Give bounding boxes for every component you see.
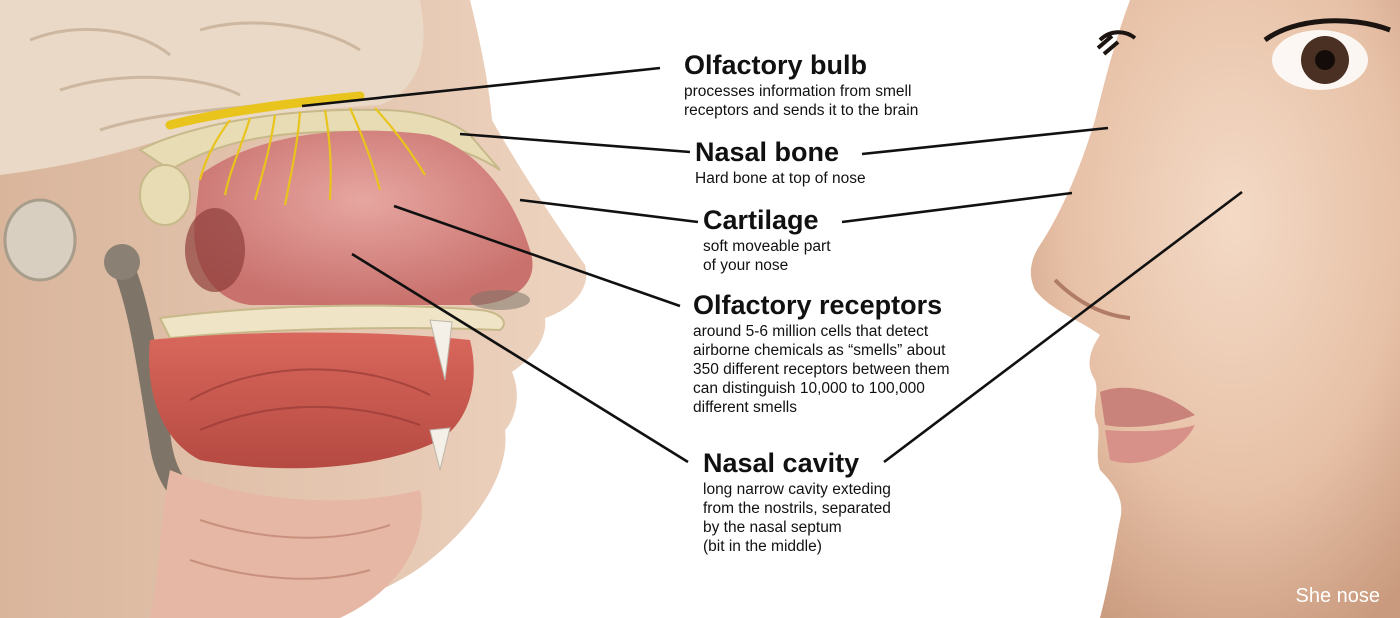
olfactory-bulb-shape [165,91,365,130]
description-line: long narrow cavity exteding [703,481,891,498]
label-title: Cartilage [703,205,819,235]
tongue-fibers [189,368,431,431]
label-title: Nasal bone [695,137,840,167]
description-line: around 5-6 million cells that detect [693,323,929,340]
label-description: processes information from smell recepto… [684,82,918,120]
description-line: (bit in the middle) [703,538,822,555]
description-line: processes information from smell [684,83,912,100]
description-line: receptors and sends it to the brain [684,102,919,119]
label-description: long narrow cavity exteding from the nos… [703,480,891,556]
description-line: soft moveable part [703,238,831,255]
caption: She nose [1295,585,1380,607]
ear-structure [3,198,77,282]
label-nasal-bone: Nasal bone Hard bone at top of nose [695,137,866,188]
eyelid [1263,18,1391,43]
description-line: can distinguish 10,000 to 100,000 [693,380,925,397]
hard-palate [158,304,505,340]
label-title: Nasal cavity [703,448,860,478]
profile-face [1030,0,1400,618]
leader-cartilage-right [841,191,1073,224]
label-description: around 5-6 million cells that detect air… [693,322,949,417]
label-nasal-cavity: Nasal cavity long narrow cavity exteding… [703,448,891,556]
leader-cartilage-left [519,198,699,224]
nasal-cavity-region [194,130,533,305]
leader-nasal-cavity-right [883,190,1243,464]
teeth [429,319,453,471]
sphenoid-bone [139,164,191,226]
description-line: by the nasal septum [703,519,842,536]
leader-nasal-bone-right [861,126,1109,156]
label-title: Olfactory receptors [693,290,943,320]
skull-bone [138,108,501,172]
description-line: 350 different receptors between them [693,361,950,378]
label-description: Hard bone at top of nose [695,169,866,188]
upper-lip [1100,387,1195,427]
label-olfactory-bulb: Olfactory bulb processes information fro… [684,50,918,120]
brain-region [0,0,424,175]
nostril-crease [1053,278,1131,320]
description-line: from the nostrils, separated [703,500,891,517]
lower-lip [1105,425,1195,464]
tube-opening [104,244,140,280]
tongue [149,332,474,469]
pupil [1315,50,1335,70]
jaw-neck [150,470,422,618]
leader-olfactory-bulb-left [301,66,661,108]
description-line: different smells [693,399,797,416]
face-skin [1030,0,1400,618]
eyelashes [1096,30,1137,56]
description-line: of your nose [703,257,789,274]
leader-lines [301,66,1243,464]
description-line: Hard bone at top of nose [695,170,866,187]
neck-muscles [189,519,391,580]
label-olfactory-receptors: Olfactory receptors around 5-6 million c… [693,290,949,417]
leader-olfactory-receptors [393,204,681,308]
description-line: airborne chemicals as “smells” about [693,342,946,359]
label-title: Olfactory bulb [684,50,868,80]
label-description: soft moveable part of your nose [703,237,831,275]
cross-section-head [0,0,587,618]
leader-nasal-cavity-left [351,252,689,464]
brain-folds [29,21,361,132]
olfactory-nerves [198,107,426,206]
nostril [470,290,530,310]
label-cartilage: Cartilage soft moveable part of your nos… [703,205,831,275]
sinus-opening [185,208,245,292]
leader-nasal-bone-left [459,132,691,154]
